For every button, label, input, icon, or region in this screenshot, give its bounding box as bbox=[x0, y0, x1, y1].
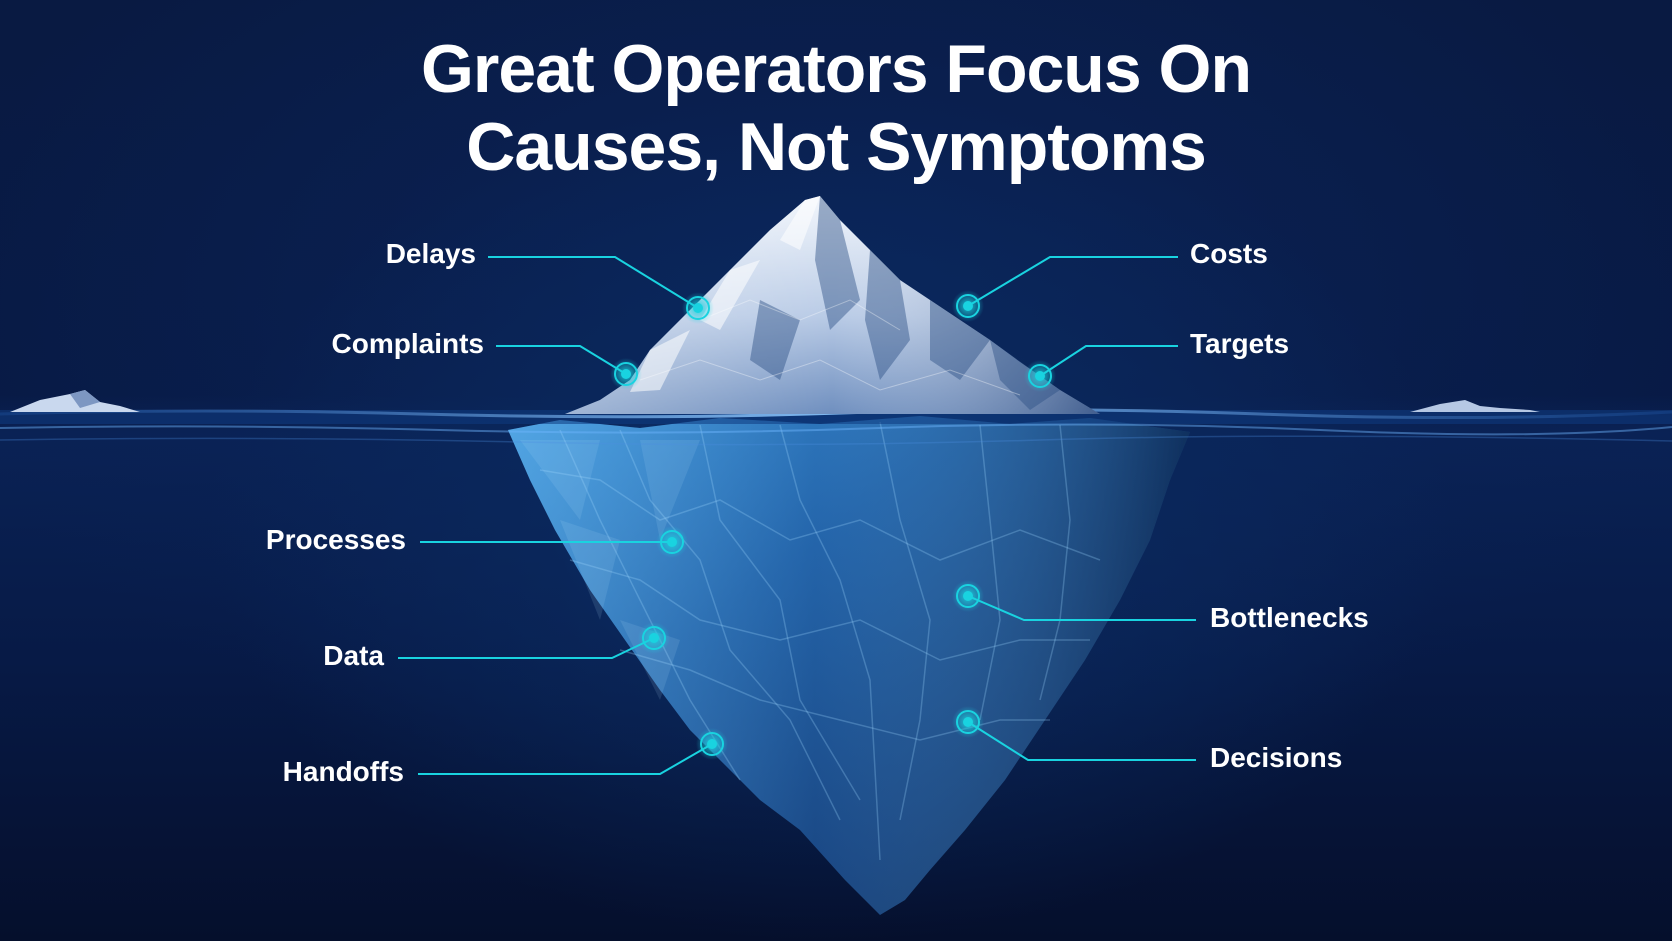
label-targets: Targets bbox=[1190, 328, 1290, 359]
marker-complaints bbox=[610, 358, 642, 390]
label-complaints: Complaints bbox=[331, 328, 484, 359]
connector-decisions bbox=[967, 721, 1196, 761]
label-decisions: Decisions bbox=[1210, 742, 1343, 773]
marker-processes bbox=[656, 526, 688, 558]
label-costs: Costs bbox=[1190, 238, 1268, 269]
connector-delays bbox=[488, 256, 699, 309]
label-processes: Processes bbox=[265, 524, 406, 555]
iceberg-tip bbox=[565, 196, 1100, 414]
connector-markers bbox=[610, 290, 1056, 760]
label-delays: Delays bbox=[385, 238, 476, 269]
connector-targets bbox=[1039, 345, 1178, 377]
connector-handoffs bbox=[418, 743, 713, 775]
connector-costs bbox=[967, 256, 1178, 307]
connector-complaints bbox=[496, 345, 627, 375]
marker-targets bbox=[1024, 360, 1056, 392]
label-handoffs: Handoffs bbox=[282, 756, 404, 787]
distant-iceberg-left bbox=[10, 390, 140, 412]
label-bottlenecks: Bottlenecks bbox=[1210, 602, 1369, 633]
page-title: Great Operators Focus On Causes, Not Sym… bbox=[0, 30, 1672, 186]
marker-decisions bbox=[952, 706, 984, 738]
title-line-1: Great Operators Focus On bbox=[421, 31, 1252, 107]
label-data: Data bbox=[323, 640, 384, 671]
connector-bottlenecks bbox=[967, 595, 1196, 621]
marker-handoffs bbox=[696, 728, 728, 760]
connector-data bbox=[398, 637, 655, 659]
distant-iceberg-right bbox=[1410, 400, 1540, 412]
iceberg-underwater bbox=[508, 416, 1190, 915]
marker-bottlenecks bbox=[952, 580, 984, 612]
marker-delays bbox=[682, 292, 714, 324]
marker-costs bbox=[952, 290, 984, 322]
title-line-2: Causes, Not Symptoms bbox=[466, 109, 1207, 185]
marker-data bbox=[638, 622, 670, 654]
